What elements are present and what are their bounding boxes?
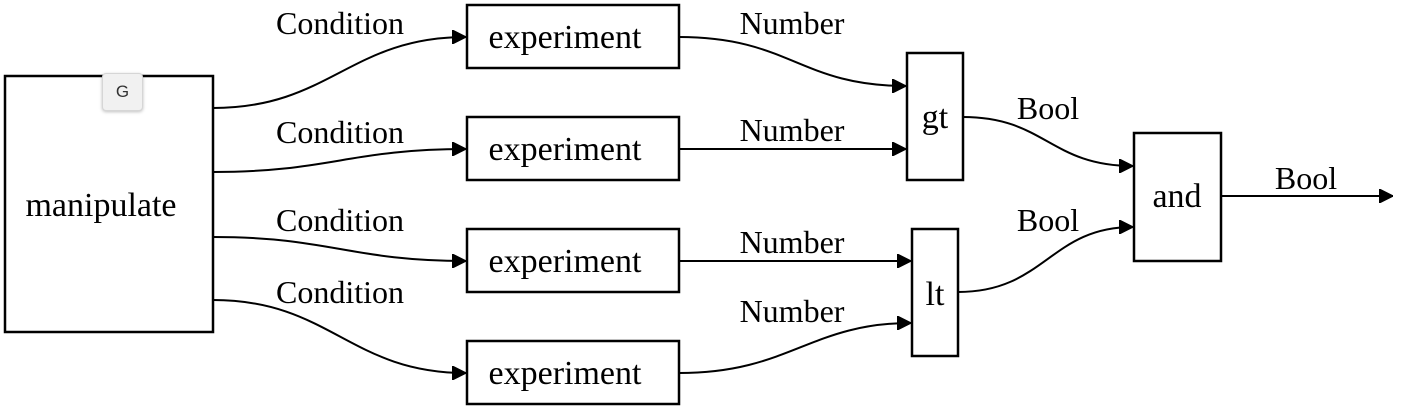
edge-experiment-4-lt <box>678 323 911 374</box>
g-badge-button[interactable]: G <box>102 73 143 111</box>
edge-label-condition-1: Condition <box>276 5 404 41</box>
edge-label-condition-2: Condition <box>276 114 404 150</box>
node-lt-label: lt <box>926 276 945 313</box>
node-gt-label: gt <box>922 99 949 136</box>
edge-manipulate-experiment-3 <box>212 236 466 261</box>
edge-gt-and <box>962 116 1133 166</box>
node-lt: lt <box>910 227 960 358</box>
node-and: and <box>1132 131 1223 263</box>
node-experiment-2: experiment <box>465 115 681 182</box>
node-experiment-1-label: experiment <box>489 19 642 56</box>
edge-label-bool-gt: Bool <box>1017 90 1079 126</box>
edge-label-number-4: Number <box>740 293 845 329</box>
g-badge-label: G <box>115 82 130 101</box>
node-experiment-3-label: experiment <box>489 243 642 280</box>
edge-label-bool-lt: Bool <box>1017 202 1079 238</box>
edge-lt-and <box>957 227 1133 293</box>
node-manipulate: manipulate <box>3 74 215 334</box>
node-experiment-4-label: experiment <box>489 355 642 392</box>
edge-manipulate-experiment-4 <box>212 299 466 373</box>
node-experiment-3: experiment <box>465 227 681 294</box>
edge-label-number-2: Number <box>740 112 845 148</box>
edge-label-condition-3: Condition <box>276 202 404 238</box>
edge-label-number-1: Number <box>740 5 845 41</box>
node-manipulate-label: manipulate <box>25 187 176 224</box>
node-and-label: and <box>1152 178 1201 215</box>
edge-label-bool-output: Bool <box>1275 160 1337 196</box>
node-experiment-1: experiment <box>465 3 681 70</box>
node-gt: gt <box>905 51 965 182</box>
edge-label-number-3: Number <box>740 224 845 260</box>
edge-experiment-1-gt <box>678 36 906 86</box>
edge-manipulate-experiment-2 <box>212 149 466 173</box>
edge-manipulate-experiment-1 <box>212 37 466 109</box>
edge-label-condition-4: Condition <box>276 274 404 310</box>
node-experiment-2-label: experiment <box>489 131 642 168</box>
node-experiment-4: experiment <box>465 339 681 406</box>
